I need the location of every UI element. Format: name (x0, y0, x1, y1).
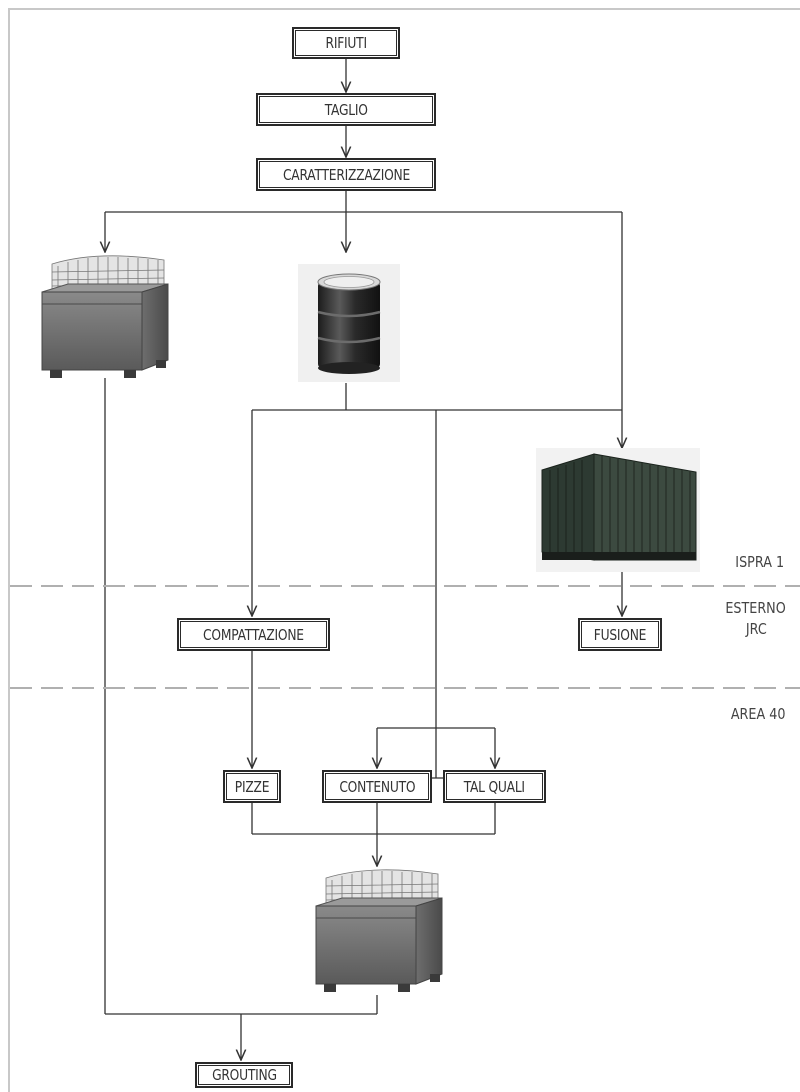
grouting-box: GROUTING (195, 1062, 293, 1088)
diagram-frame (8, 8, 800, 1092)
zone-label-esterno-line1: ESTERNO (725, 599, 787, 617)
zone-label-esterno: ESTERNO JRC (712, 598, 800, 640)
fusione-box: FUSIONE (578, 618, 662, 651)
drum-icon (298, 264, 400, 382)
zone-label-ispra: ISPRA 1 (735, 553, 785, 571)
caratterizzazione-box: CARATTERIZZAZIONE (256, 158, 436, 191)
cage-container-icon (41, 255, 169, 378)
compattazione-box: COMPATTAZIONE (177, 618, 330, 651)
taglio-box: TAGLIO (256, 93, 436, 126)
zone-label-area: AREA 40 (730, 705, 786, 723)
pizze-box: PIZZE (223, 770, 281, 803)
tal-quali-box: TAL QUALI (443, 770, 546, 803)
zone-label-esterno-line2: JRC (745, 620, 767, 638)
contenuto-box: CONTENUTO (322, 770, 432, 803)
cage-container-lower-icon (315, 869, 443, 992)
rifiuti-box: RIFIUTI (292, 27, 400, 59)
shipping-container-icon (536, 448, 700, 572)
